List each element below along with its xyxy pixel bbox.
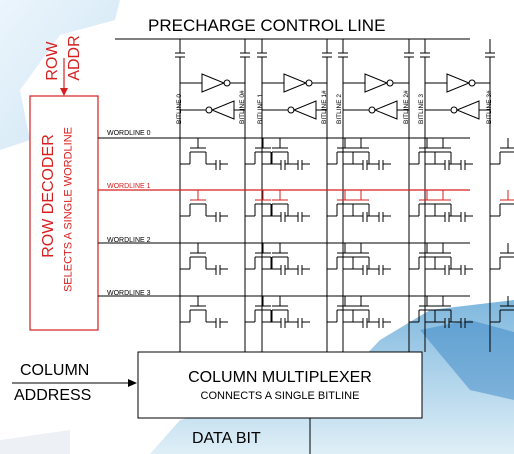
- bitline-label-0n: BITLINE 0#: [239, 90, 246, 124]
- column-mux-box: [137, 351, 423, 419]
- inverter-upper-3: [446, 73, 471, 93]
- bitline-label-2n: BITLINE 2#: [403, 90, 410, 124]
- bitline-label-3: BITLINE 3: [418, 94, 425, 124]
- data-bit-label: DATA BIT: [192, 430, 261, 447]
- column-address-line2: ADDRESS: [14, 387, 92, 404]
- bitline-label-2: BITLINE 2: [336, 94, 343, 124]
- wordline-label-2: WORDLINE 2: [107, 237, 151, 244]
- inverter-upper-1: [283, 73, 308, 93]
- row-addr-label-addr: ADDR: [66, 35, 83, 81]
- inverter-upper-0: [201, 73, 226, 93]
- bitline-label-1n: BITLINE 1#: [321, 90, 328, 124]
- bitline-label-3n: BITLINE 3#: [486, 90, 493, 124]
- wordline-label-0: WORDLINE 0: [107, 130, 151, 137]
- inverter-lower-0: [210, 100, 235, 120]
- precharge-label: PRECHARGE CONTROL LINE: [148, 16, 386, 35]
- wordline-label-1: WORDLINE 1: [107, 183, 151, 190]
- row-addr-arrowhead: [60, 88, 68, 96]
- inverter-lower-2: [373, 100, 398, 120]
- inverter-upper-2: [364, 73, 389, 93]
- row-decoder-subtitle: SELECTS A SINGLE WORDLINE: [62, 126, 75, 293]
- column-address-arrowhead: [128, 379, 137, 387]
- column-address-line1: COLUMN: [20, 362, 90, 379]
- column-mux-subtitle: CONNECTS A SINGLE BITLINE: [200, 390, 360, 402]
- row-decoder-box: [29, 95, 99, 331]
- inverter-lower-3: [455, 100, 480, 120]
- row-decoder-title: ROW DECODER: [40, 134, 57, 258]
- bitline-label-1: BITLINE 1: [257, 94, 264, 124]
- inverter-lower-1: [292, 100, 317, 120]
- bitline-label-0: BITLINE 0: [176, 94, 183, 124]
- wordline-label-3: WORDLINE 3: [107, 290, 151, 297]
- column-mux-title: COLUMN MULTIPLEXER: [188, 369, 372, 386]
- row-addr-label-row: ROW: [44, 41, 61, 81]
